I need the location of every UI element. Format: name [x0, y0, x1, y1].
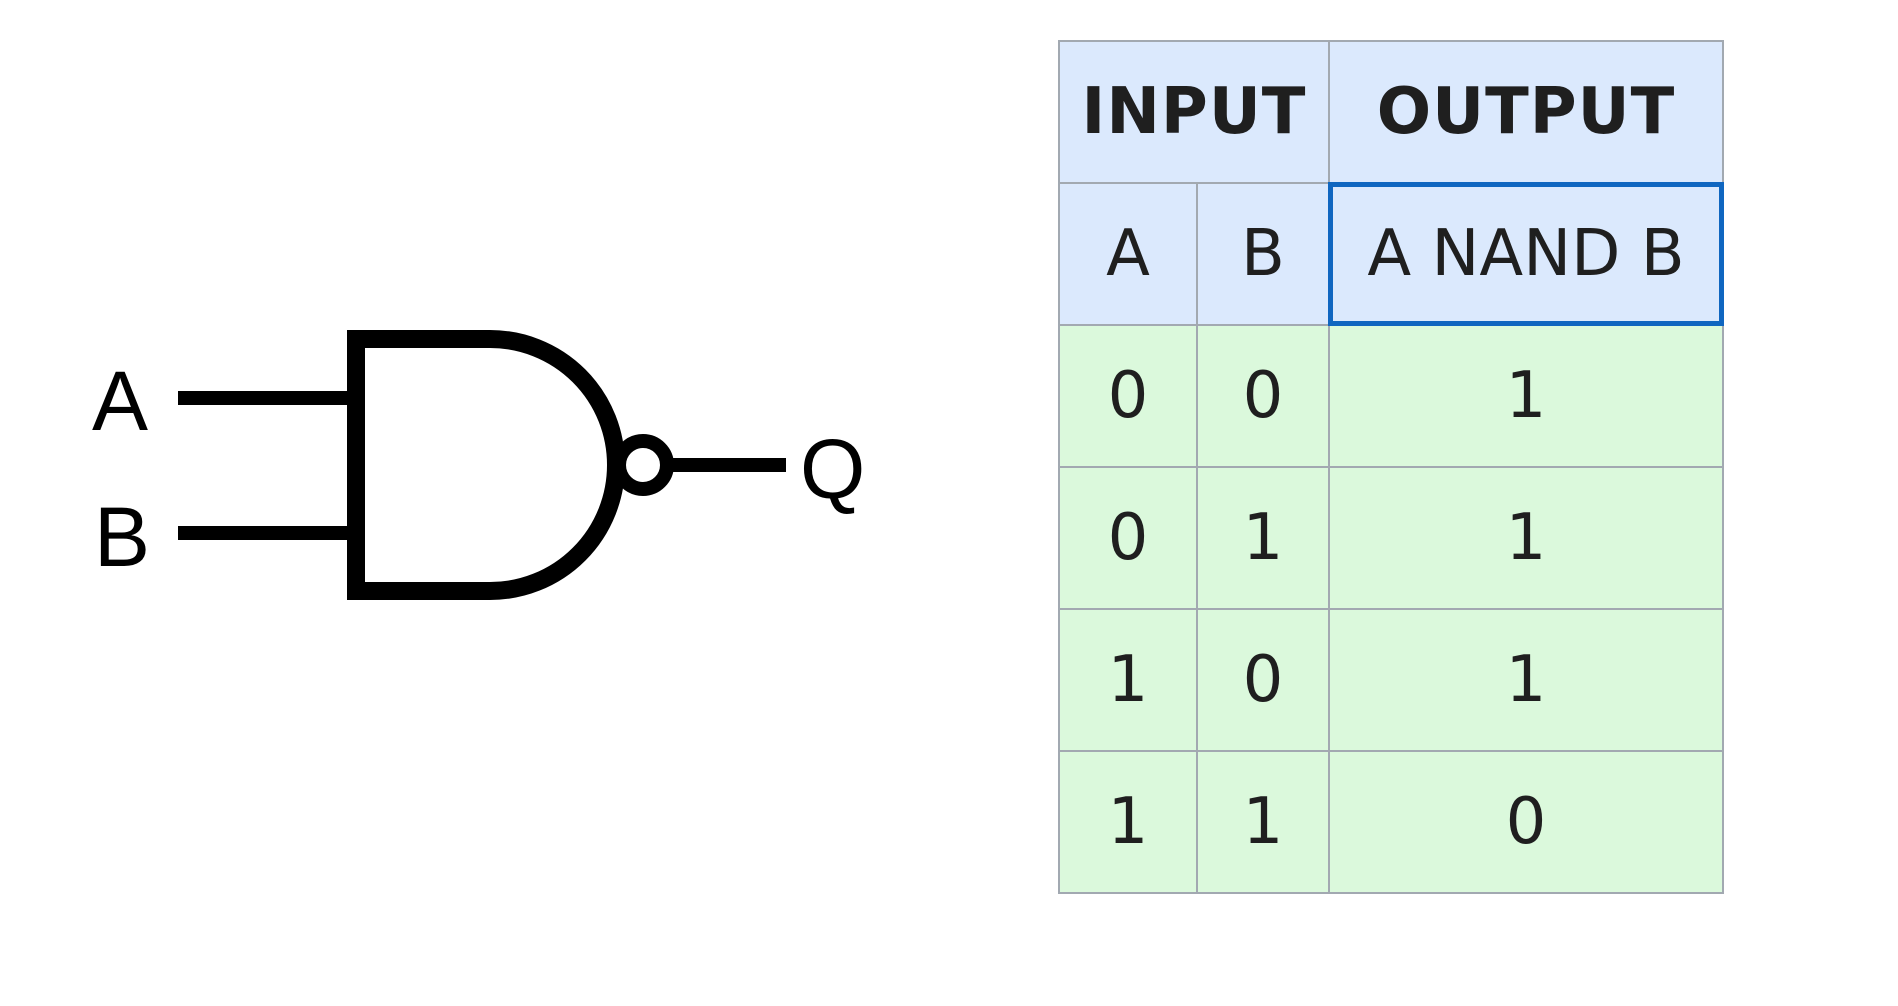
cell-a: 0	[1058, 324, 1198, 468]
column-header-a-nand-b: A NAND B	[1328, 182, 1724, 326]
cell-b: 1	[1196, 466, 1330, 610]
group-header-row: INPUT OUTPUT	[1058, 40, 1724, 184]
cell-a: 1	[1058, 608, 1198, 752]
cell-output: 1	[1328, 466, 1724, 610]
group-header-output: OUTPUT	[1328, 40, 1724, 184]
cell-a: 0	[1058, 466, 1198, 610]
cell-output: 1	[1328, 608, 1724, 752]
column-header-row: A B A NAND B	[1058, 182, 1724, 326]
truth-table: INPUT OUTPUT A B A NAND B 0 0 1 0 1 1 1 …	[1058, 40, 1724, 894]
cell-b: 0	[1196, 608, 1330, 752]
table-row: 1 0 1	[1058, 608, 1724, 752]
input-a-label: A	[92, 354, 148, 448]
nand-gate-body	[347, 330, 625, 600]
cell-output: 1	[1328, 324, 1724, 468]
cell-a: 1	[1058, 750, 1198, 894]
column-header-a: A	[1058, 182, 1198, 326]
table-row: 1 1 0	[1058, 750, 1724, 894]
cell-b: 0	[1196, 324, 1330, 468]
cell-b: 1	[1196, 750, 1330, 894]
table-row: 0 1 1	[1058, 466, 1724, 610]
input-b-label: B	[94, 490, 150, 584]
cell-output: 0	[1328, 750, 1724, 894]
table-row: 0 0 1	[1058, 324, 1724, 468]
column-header-b: B	[1196, 182, 1330, 326]
output-q-label: Q	[800, 422, 865, 516]
group-header-input: INPUT	[1058, 40, 1330, 184]
inversion-bubble	[612, 434, 674, 496]
